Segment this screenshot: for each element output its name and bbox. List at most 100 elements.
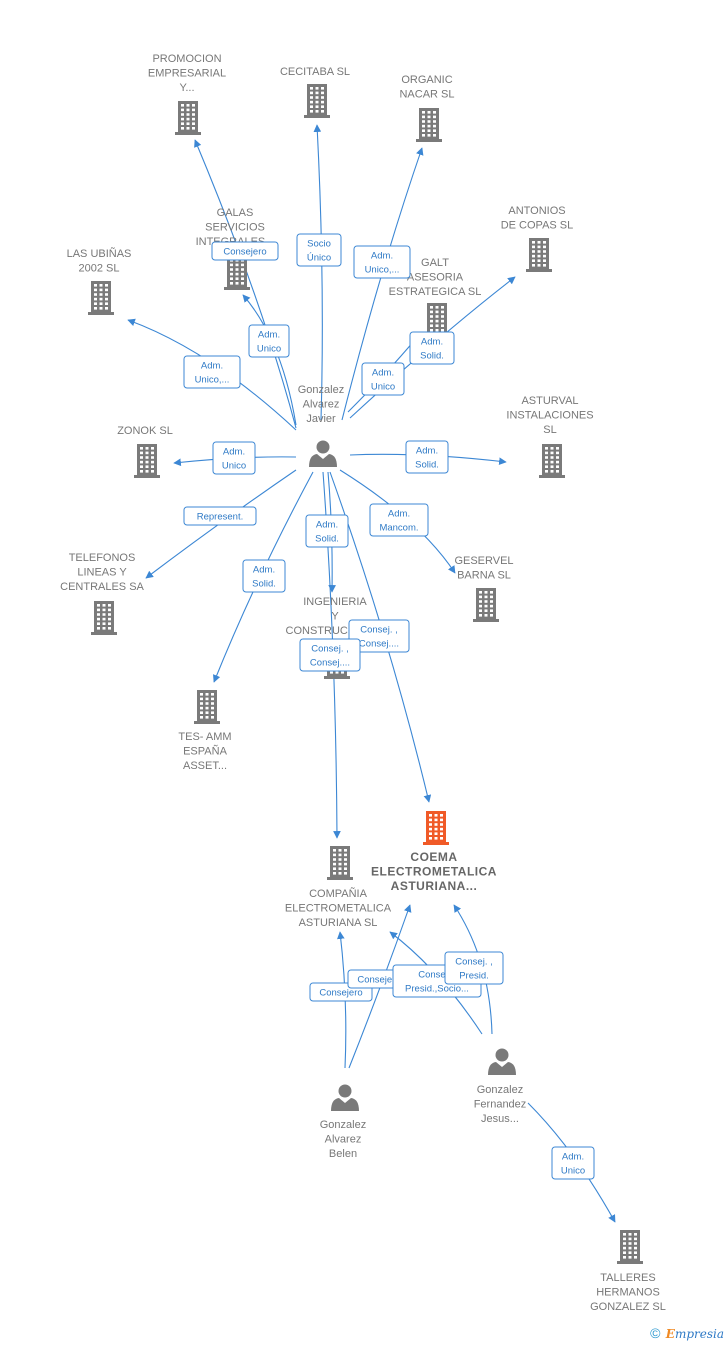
edge-label-text: Adm. bbox=[253, 565, 275, 576]
edge-label-javier-ubinas[interactable]: Adm. Unico,... bbox=[183, 355, 241, 389]
node-cecitaba[interactable]: CECITABA SL bbox=[280, 66, 350, 118]
node-promocion[interactable]: PROMOCION EMPRESARIAL Y... bbox=[148, 53, 226, 135]
edge-label-javier-tesamm[interactable]: Adm.Solid. bbox=[242, 559, 286, 593]
edges-layer bbox=[127, 124, 616, 1223]
edge-label-box bbox=[361, 362, 405, 396]
node-label: ASTURVAL bbox=[521, 395, 578, 407]
building-icon bbox=[304, 84, 330, 118]
brand-logo-text: mpresia bbox=[674, 1327, 724, 1341]
node-jesus[interactable]: GonzalezFernandezJesus... bbox=[474, 1048, 527, 1126]
edge-label-box bbox=[183, 355, 241, 389]
person-icon bbox=[488, 1048, 516, 1075]
building-icon bbox=[539, 444, 565, 478]
edge-label-text: Adm. bbox=[562, 1152, 584, 1163]
node-label: NACAR SL bbox=[399, 89, 454, 101]
edge-label-javier-antonios[interactable]: Adm.Solid. bbox=[409, 331, 455, 365]
edge-label-text: Adm. bbox=[201, 361, 223, 372]
edge-label-javier-promocion[interactable]: Consejero bbox=[211, 241, 279, 261]
node-label: SERVICIOS bbox=[205, 222, 265, 234]
node-label: ELECTROMETALICA bbox=[285, 903, 392, 915]
edge-label-text: Unico,... bbox=[365, 265, 400, 276]
edge-label-javier-zonok[interactable]: Adm.Unico bbox=[212, 441, 256, 475]
footer-brand[interactable]: © Empresia bbox=[650, 1325, 724, 1341]
edge-label-box bbox=[444, 951, 504, 985]
node-coema[interactable]: COEMAELECTROMETALICAASTURIANA... bbox=[371, 811, 497, 893]
edge-label-javier-ingenieria[interactable]: Adm. Solid. bbox=[305, 514, 349, 548]
node-label: EMPRESARIAL bbox=[148, 68, 226, 80]
node-asturval[interactable]: ASTURVAL INSTALACIONES SL bbox=[506, 395, 594, 478]
person-icon bbox=[331, 1084, 359, 1111]
building-icon bbox=[416, 108, 442, 142]
edge-label-box bbox=[296, 233, 342, 267]
edge-label-text: Unico bbox=[371, 382, 395, 393]
edge-label-javier-compania[interactable]: Consej. , Consej.... bbox=[299, 638, 361, 672]
edge-label-text: Adm. bbox=[316, 520, 338, 531]
edge-label-javier-coema[interactable]: Consej. ,Consej.... bbox=[348, 619, 410, 653]
edge-label-text: Consej. , bbox=[455, 957, 493, 968]
edge-label-javier-asturval[interactable]: Adm.Solid. bbox=[405, 440, 449, 474]
edge-label-jesus-coema[interactable]: Consej. ,Presid. bbox=[444, 951, 504, 985]
edge-label-javier-geservel[interactable]: Adm.Mancom. bbox=[369, 503, 429, 537]
edge-label-text: Adm. bbox=[223, 447, 245, 458]
edge-label-text: Solid. bbox=[415, 460, 439, 471]
edge-label-javier-galas[interactable]: Adm.Unico bbox=[248, 324, 290, 358]
edge-label-box bbox=[405, 440, 449, 474]
nodes-layer: PROMOCION EMPRESARIAL Y... CECITABA SL ORGAN… bbox=[60, 53, 666, 1313]
edge-label-box bbox=[353, 245, 411, 279]
node-label: TES- AMM bbox=[178, 731, 231, 743]
edge-label-text: Adm. bbox=[388, 509, 410, 520]
edge-label-text: Adm. bbox=[258, 330, 280, 341]
node-organic[interactable]: ORGANIC NACAR SL bbox=[399, 74, 455, 142]
node-label: Javier bbox=[306, 413, 336, 425]
building-icon bbox=[617, 1230, 643, 1264]
edge-label-box bbox=[551, 1146, 595, 1180]
edge-label-jesus-talleres[interactable]: Adm.Unico bbox=[551, 1146, 595, 1180]
node-label: ORGANIC bbox=[401, 74, 452, 86]
node-label: ASSET... bbox=[183, 760, 227, 772]
edge-label-text: Solid. bbox=[315, 534, 339, 545]
edge-label-box bbox=[212, 441, 256, 475]
edge-label-javier-telefonos[interactable]: Represent. bbox=[183, 506, 257, 526]
node-label: SL bbox=[543, 424, 556, 436]
node-label: Gonzalez bbox=[320, 1119, 366, 1131]
building-icon bbox=[175, 101, 201, 135]
building-icon bbox=[91, 601, 117, 635]
node-label: INSTALACIONES bbox=[506, 410, 593, 422]
building-icon bbox=[224, 256, 250, 290]
edge-label-javier-galt[interactable]: Adm. Unico bbox=[361, 362, 405, 396]
person-icon bbox=[309, 440, 337, 467]
edge-label-javier-organic[interactable]: Adm.Unico,... bbox=[353, 245, 411, 279]
node-label: Belen bbox=[329, 1148, 357, 1160]
edge-label-box bbox=[242, 559, 286, 593]
node-zonok[interactable]: ZONOK SL bbox=[117, 425, 173, 478]
node-label: ESTRATEGICA SL bbox=[389, 286, 482, 298]
edge-label-text: Consej.... bbox=[310, 658, 350, 669]
edge-label-text: Unico,... bbox=[195, 375, 230, 386]
edge-label-text: Consej. , bbox=[360, 625, 398, 636]
edge-label-text: Presid.,Socio... bbox=[405, 984, 469, 995]
edge-label-text: Consej. , bbox=[311, 644, 349, 655]
node-tesamm[interactable]: TES- AMMESPAÑAASSET... bbox=[178, 690, 232, 772]
edge-label-text: Adm. bbox=[372, 368, 394, 379]
node-label: PROMOCION bbox=[152, 53, 221, 65]
node-label: CENTRALES SA bbox=[60, 581, 144, 593]
edge-label-box bbox=[183, 506, 257, 526]
node-label: Y... bbox=[179, 82, 194, 94]
node-label: ASTURIANA SL bbox=[299, 917, 378, 929]
node-label: DE COPAS SL bbox=[501, 220, 574, 232]
edge-javier-to-promocion bbox=[194, 139, 297, 429]
node-label: ELECTROMETALICA bbox=[371, 865, 497, 879]
node-label: LINEAS Y bbox=[77, 567, 127, 579]
